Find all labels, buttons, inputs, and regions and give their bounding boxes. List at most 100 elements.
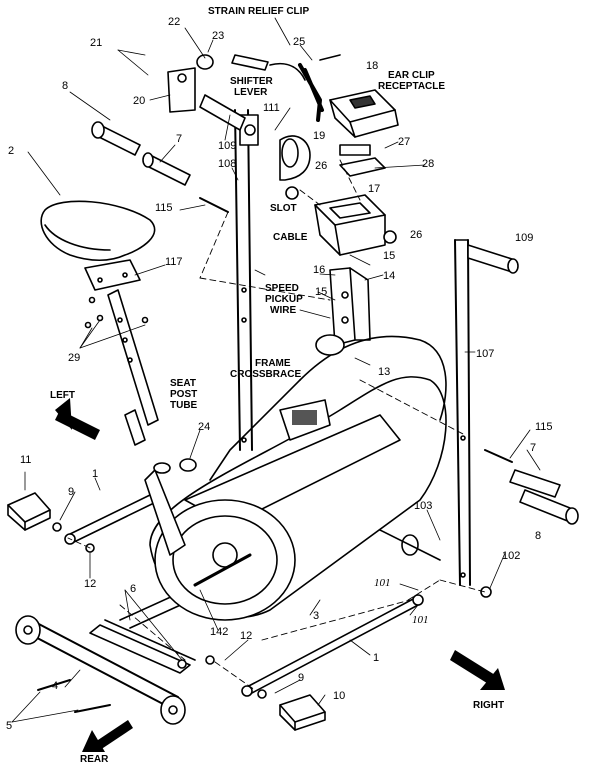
- speed-pickup-label-line3: WIRE: [270, 305, 297, 316]
- part-number-7-upper: 7: [176, 133, 183, 145]
- part-number-3: 3: [313, 610, 320, 622]
- screw-part-5-a: [37, 679, 71, 691]
- part-number-15-lower: 15: [315, 286, 328, 298]
- part-number-29: 29: [68, 352, 81, 364]
- part-number-18: 18: [366, 60, 379, 72]
- part-number-22: 22: [168, 16, 181, 28]
- part-number-25: 25: [293, 36, 306, 48]
- grip-part-8-lower: [519, 489, 579, 525]
- handlebar-post-right-part-107: [454, 239, 471, 586]
- part-number-26-upper: 26: [315, 160, 328, 172]
- seat-part-2: [40, 200, 156, 262]
- part-number-5: 5: [6, 720, 13, 732]
- knob-part-26-a: [285, 186, 299, 200]
- tube-part-7-upper: [142, 152, 191, 186]
- part-number-115-upper: 115: [155, 202, 173, 214]
- cable-label: CABLE: [273, 232, 308, 243]
- seat-post-tube-label-line3: TUBE: [170, 400, 198, 411]
- part-number-1-upper: 1: [92, 468, 99, 480]
- slot-label: SLOT: [270, 203, 297, 214]
- handlebar-post-left-part-108: [234, 109, 259, 451]
- cap-part-102: [480, 586, 492, 598]
- housing-part-17: [314, 194, 386, 256]
- front-stabilizer-part-4: [15, 615, 186, 725]
- left-direction-arrow: [55, 398, 100, 440]
- part-number-2: 2: [8, 145, 15, 157]
- nut-part-6: [177, 659, 187, 669]
- part-number-28: 28: [422, 158, 435, 170]
- tension-knob-part-19: [279, 135, 311, 181]
- part-number-9-left: 9: [68, 486, 75, 498]
- console-display: [279, 399, 331, 441]
- part-number-4: 4: [52, 680, 59, 692]
- base-plate: [89, 619, 196, 674]
- seat-post-tube: [144, 462, 186, 556]
- speed-pickup-bracket-part-16: [315, 267, 371, 356]
- grip-part-8-upper: [91, 121, 141, 156]
- part-number-103: 103: [414, 500, 433, 512]
- part-number-109-upper: 109: [218, 140, 237, 152]
- pedal-left-part-11: [7, 492, 51, 531]
- part-number-101-b: 101: [412, 614, 429, 626]
- part-number-101-a: 101: [374, 577, 391, 589]
- washer-part-9-right: [257, 689, 267, 699]
- right-direction-arrow: [450, 650, 505, 690]
- part-number-13: 13: [378, 366, 391, 378]
- strain-relief-clip-label: STRAIN RELIEF CLIP: [208, 6, 310, 17]
- shifter-label-line2: LEVER: [234, 87, 268, 98]
- part-number-14: 14: [383, 270, 396, 282]
- assembly-guide-lines: [67, 159, 486, 691]
- knob-part-26-b: [383, 230, 397, 244]
- part-number-24: 24: [198, 421, 211, 433]
- tube-part-7-lower: [509, 469, 561, 498]
- right-direction-label: RIGHT: [473, 700, 505, 711]
- ear-clip-receptacle-part-18: [329, 89, 399, 138]
- part-number-142: 142: [210, 626, 229, 638]
- rear-direction-label: REAR: [80, 754, 109, 765]
- screw-part-5-b: [74, 704, 111, 713]
- part-number-10: 10: [333, 690, 346, 702]
- part-number-107: 107: [476, 348, 495, 360]
- frame-crossbrace-label-line2: CROSSBRACE: [230, 369, 302, 380]
- leader-lines: [11, 17, 541, 723]
- rear-direction-arrow: [82, 720, 133, 752]
- ear-clip-label-line2: RECEPTACLE: [378, 81, 446, 92]
- speed-pickup-label-line1: SPEED: [265, 283, 299, 294]
- part-number-19: 19: [313, 130, 326, 142]
- nut-part-12-right: [205, 655, 215, 665]
- part-number-26-lower: 26: [410, 229, 423, 241]
- part-number-108: 108: [218, 158, 237, 170]
- part-number-1-lower: 1: [373, 652, 380, 664]
- pedal-arm-left-part-1: [64, 494, 155, 545]
- ear-clip-label-line1: EAR CLIP: [388, 70, 435, 81]
- part-number-109-right: 109: [515, 232, 534, 244]
- roller-part-24: [179, 458, 197, 472]
- washer-part-9-left: [52, 522, 62, 532]
- part-number-11: 11: [20, 454, 32, 466]
- part-number-9-right: 9: [298, 672, 305, 684]
- grip-part-109-right: [467, 244, 519, 274]
- bolt-part-115-lower: [484, 449, 513, 463]
- strain-relief-clip-and-cord: [231, 54, 341, 122]
- part-number-27: 27: [398, 136, 411, 148]
- part-number-117: 117: [165, 256, 183, 268]
- part-number-7-lower: 7: [530, 442, 537, 454]
- part-number-12-left: 12: [84, 578, 97, 590]
- part-number-115-lower: 115: [535, 421, 553, 433]
- pedal-arm-right-part-1: [241, 594, 424, 697]
- shifter-bracket-part-20: [167, 67, 196, 113]
- seat-post-tube-label-line1: SEAT: [170, 378, 196, 389]
- seat-post-upper: [107, 289, 159, 446]
- pedal-right-part-10: [279, 694, 326, 731]
- part-number-15-upper: 15: [383, 250, 396, 262]
- shifter-label-line1: SHIFTER: [230, 76, 273, 87]
- part-number-17: 17: [368, 183, 381, 195]
- seat-bracket-part-117: [84, 259, 149, 329]
- part-number-8-upper: 8: [62, 80, 69, 92]
- part-number-21: 21: [90, 37, 103, 49]
- bolt-part-115-upper: [199, 197, 229, 213]
- part-number-111: 111: [263, 102, 280, 114]
- left-direction-label: LEFT: [50, 390, 75, 401]
- shifter-lever-part-111: [199, 94, 246, 131]
